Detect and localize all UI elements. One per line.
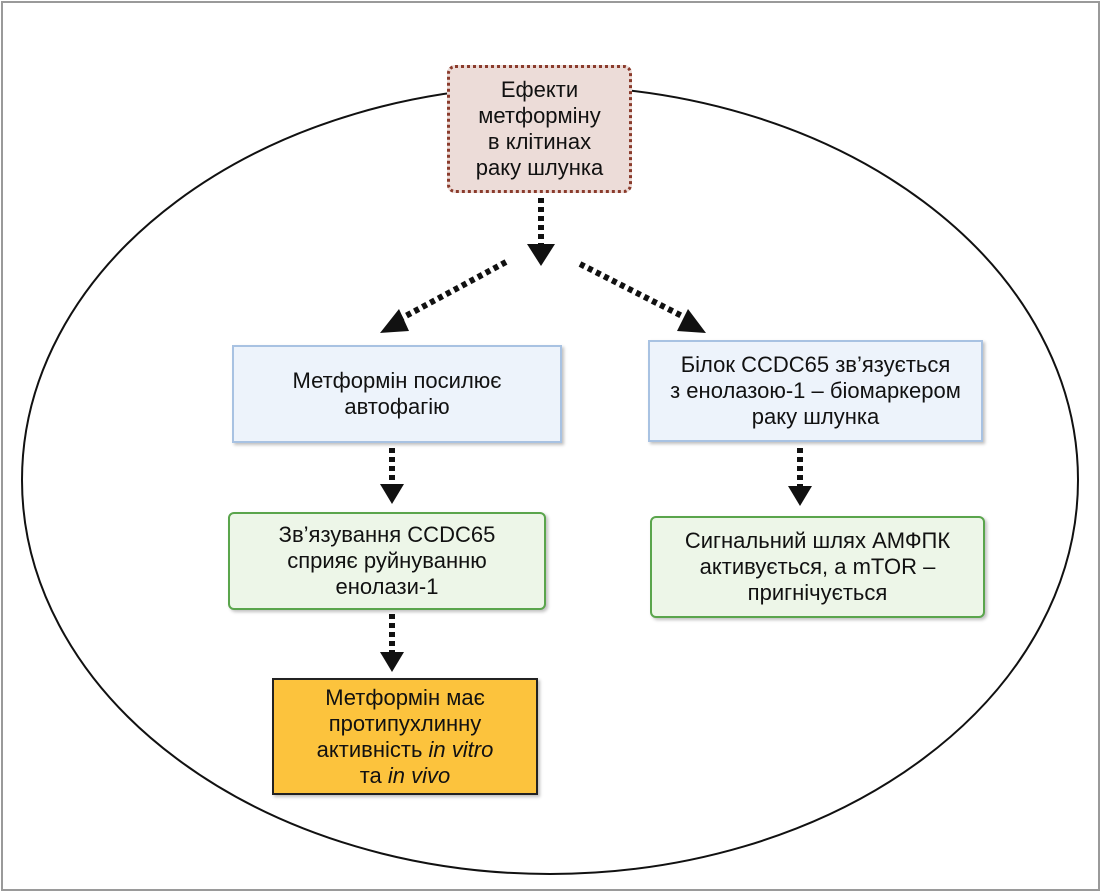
- antitumor-line-3-text: активність: [316, 736, 429, 762]
- node-metformin-effects: Ефекти метформіну в клітинах раку шлунка: [447, 65, 632, 193]
- node-antitumor-activity-label: Метформін має протипухлинну активність i…: [317, 685, 494, 789]
- node-metformin-effects-label: Ефекти метформіну в клітинах раку шлунка: [475, 77, 604, 180]
- antitumor-line-4-italic: in vivo: [387, 762, 451, 788]
- antitumor-line-3-italic: in vitro: [428, 736, 494, 762]
- antitumor-line-1: Метформін має: [325, 684, 485, 710]
- arrow-left-step2-to-step3: [380, 614, 404, 672]
- arrow-right-step1-to-step2: [788, 448, 812, 506]
- node-autophagy: Метформін посилює автофагію: [232, 345, 562, 443]
- arrow-right-diagonal: [578, 261, 706, 333]
- node-ccdc65-enolase: Білок CCDC65 зв’язується з енолазою-1 – …: [648, 340, 983, 442]
- node-ccdc65-binding: Зв’язування CCDC65 сприяє руйнуванню ено…: [228, 512, 546, 610]
- arrow-left-diagonal: [380, 259, 508, 333]
- node-ccdc65-enolase-label: Білок CCDC65 зв’язується з енолазою-1 – …: [670, 352, 961, 429]
- arrow-left-step1-to-step2: [380, 448, 404, 504]
- antitumor-line-4-text: та: [359, 762, 388, 788]
- antitumor-line-2: протипухлинну: [328, 710, 482, 736]
- node-ampk-mtor: Сигнальний шлях АМФПК активується, а mTO…: [650, 516, 985, 618]
- node-ccdc65-binding-label: Зв’язування CCDC65 сприяє руйнуванню ено…: [278, 522, 496, 599]
- node-antitumor-activity: Метформін має протипухлинну активність i…: [272, 678, 538, 795]
- node-ampk-mtor-label: Сигнальний шлях АМФПК активується, а mTO…: [684, 528, 951, 605]
- arrow-top-down: [527, 198, 555, 266]
- outer-ellipse: [21, 85, 1079, 875]
- node-autophagy-label: Метформін посилює автофагію: [292, 368, 502, 419]
